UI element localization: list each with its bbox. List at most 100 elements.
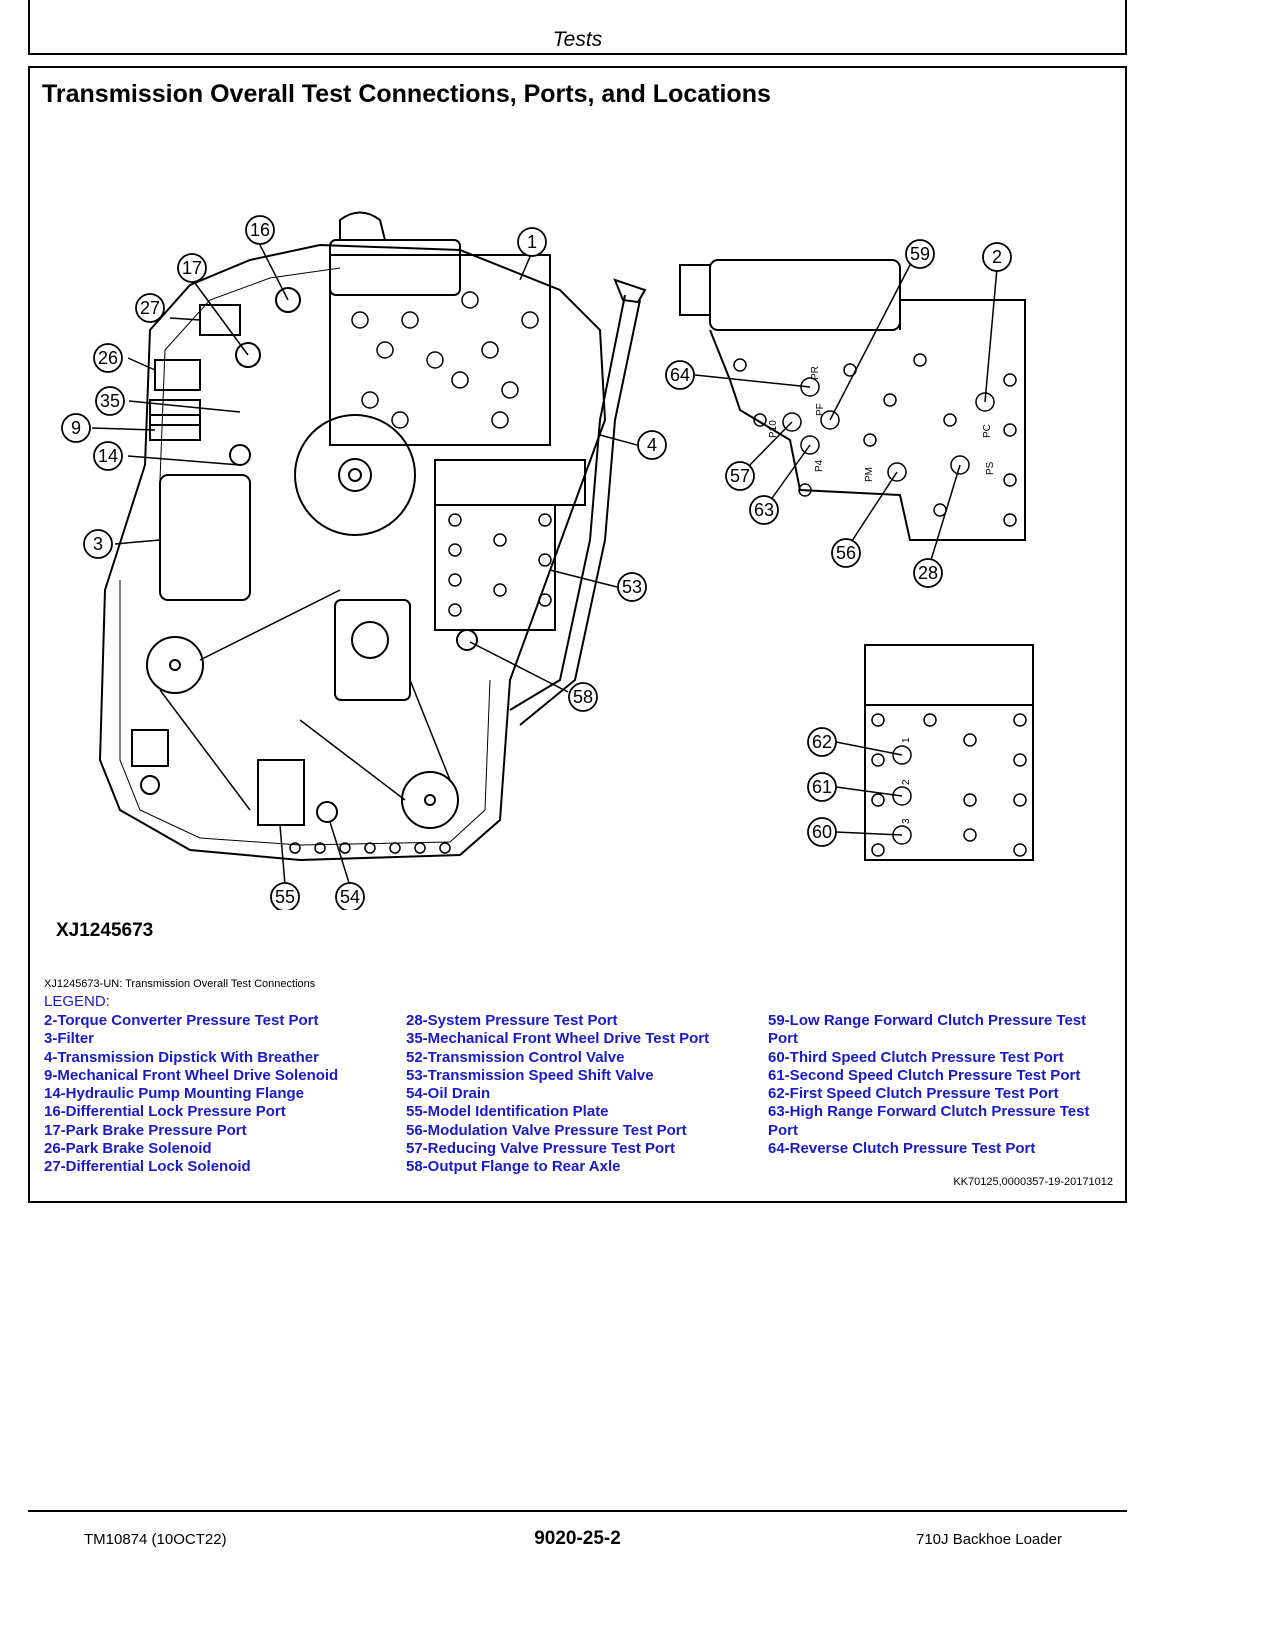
port-mark-2: 2	[901, 779, 912, 785]
legend-item: 52-Transmission Control Valve	[406, 1048, 625, 1066]
callout-label-56: 56	[836, 543, 856, 563]
legend-item: 64-Reverse Clutch Pressure Test Port	[768, 1140, 1036, 1158]
figure-caption: XJ1245673-UN: Transmission Overall Test …	[44, 978, 316, 990]
callout-bubble-9	[61, 413, 91, 443]
legend-item: 35-Mechanical Front Wheel Drive Test Por…	[406, 1030, 710, 1048]
speed-valve-detail	[864, 644, 1034, 706]
legend-item: 60-Third Speed Clutch Pressure Test Port	[768, 1048, 1064, 1066]
speed-shift-valve	[434, 504, 556, 631]
header-title: Tests	[552, 28, 603, 51]
legend-item: 63-High Range Forward Clutch Pressure Te…	[768, 1103, 1090, 1139]
footer-manual-id: TM10874 (10OCT22)	[84, 1531, 227, 1548]
filter	[159, 474, 251, 601]
callout-label-28: 28	[918, 563, 938, 583]
legend-item: 62-First Speed Clutch Pressure Test Port	[768, 1085, 1059, 1103]
callout-label-4: 4	[647, 435, 657, 455]
callout-label-55: 55	[275, 887, 295, 907]
valve-body-detail	[709, 259, 901, 331]
callout-label-2: 2	[992, 247, 1002, 267]
legend-item: 59-Low Range Forward Clutch Pressure Tes…	[768, 1012, 1087, 1048]
callout-label-3: 3	[93, 534, 103, 554]
callout-label-27: 27	[140, 298, 160, 318]
identification-plate	[257, 759, 305, 826]
legend-item: 9-Mechanical Front Wheel Drive Solenoid	[44, 1066, 339, 1084]
legend-item: 17-Park Brake Pressure Port	[44, 1121, 247, 1139]
callout-bubble-63	[749, 495, 779, 525]
callout-label-9: 9	[71, 418, 81, 438]
callout-bubble-55	[270, 882, 300, 910]
callout-bubble-3	[83, 529, 113, 559]
callout-label-26: 26	[98, 348, 118, 368]
header-box: Tests	[28, 0, 1127, 55]
callout-label-59: 59	[910, 244, 930, 264]
transmission-housing	[98, 243, 607, 862]
callout-bubble-17	[177, 253, 207, 283]
legend-item: 26-Park Brake Solenoid	[44, 1140, 212, 1158]
legend-item: 55-Model Identification Plate	[406, 1103, 609, 1121]
port-mark-3: 3	[901, 818, 912, 824]
callout-label-16: 16	[250, 220, 270, 240]
callout-bubble-60	[807, 817, 837, 847]
callout-label-58: 58	[573, 687, 593, 707]
hydraulic-pump	[294, 414, 416, 536]
callout-label-63: 63	[754, 500, 774, 520]
callout-bubble-54	[335, 882, 365, 910]
legend-item: 2-Torque Converter Pressure Test Port	[44, 1012, 319, 1029]
legend-item: 61-Second Speed Clutch Pressure Test Por…	[768, 1066, 1081, 1084]
port-mark-p10: P10	[768, 420, 779, 438]
callout-bubble-56	[831, 538, 861, 568]
callout-bubble-58	[568, 682, 598, 712]
callout-bubble-2	[982, 242, 1012, 272]
port-mark-pm: PM	[864, 467, 875, 482]
legend-item: 28-System Pressure Test Port	[406, 1012, 618, 1029]
callout-label-64: 64	[670, 365, 690, 385]
callout-label-57: 57	[730, 466, 750, 486]
callout-bubble-59	[905, 239, 935, 269]
callout-label-17: 17	[182, 258, 202, 278]
callout-bubble-64	[665, 360, 695, 390]
callout-label-62: 62	[812, 732, 832, 752]
legend-column-3: 59-Low Range Forward Clutch Pressure Tes…	[768, 1012, 1118, 1158]
legend-item: 56-Modulation Valve Pressure Test Port	[406, 1121, 687, 1139]
callout-label-14: 14	[98, 446, 118, 466]
port-mark-1: 1	[901, 737, 912, 743]
transmission-figure: PR PF PC P10 P4 PM PS 1 2 3	[61, 211, 1034, 910]
callout-bubble-14	[93, 441, 123, 471]
callout-bubble-28	[913, 558, 943, 588]
content-frame	[28, 66, 1127, 1203]
callout-bubble-4	[637, 430, 667, 460]
legend-item: 54-Oil Drain	[406, 1085, 491, 1103]
port-mark-pf: PF	[815, 403, 826, 416]
footer-divider	[28, 1510, 1127, 1512]
callout-bubble-1	[517, 227, 547, 257]
callout-label-53: 53	[622, 577, 642, 597]
callout-label-60: 60	[812, 822, 832, 842]
figure-id: XJ1245673	[56, 920, 154, 941]
port-mark-pr: PR	[810, 366, 821, 380]
document-code: KK70125,0000357-19-20171012	[953, 1176, 1113, 1188]
footer-machine: 710J Backhoe Loader	[916, 1531, 1062, 1548]
legend-item: 4-Transmission Dipstick With Breather	[44, 1048, 319, 1066]
legend-item: 53-Transmission Speed Shift Valve	[406, 1066, 654, 1084]
port-mark-ps: PS	[985, 461, 996, 475]
callout-bubble-27	[135, 293, 165, 323]
callout-label-1: 1	[527, 232, 537, 252]
legend-item: 3-Filter	[44, 1030, 95, 1048]
legend-column-1: 2-Torque Converter Pressure Test Port 3-…	[44, 1012, 394, 1177]
legend-item: 14-Hydraulic Pump Mounting Flange	[44, 1085, 305, 1103]
callout-bubble-62	[807, 727, 837, 757]
legend-column-2: 28-System Pressure Test Port 35-Mechanic…	[406, 1012, 756, 1177]
callout-label-54: 54	[340, 887, 360, 907]
callout-label-61: 61	[812, 777, 832, 797]
legend-item: 57-Reducing Valve Pressure Test Port	[406, 1140, 675, 1158]
output-flange	[334, 599, 411, 701]
callout-bubble-35	[95, 386, 125, 416]
callout-bubble-26	[93, 343, 123, 373]
port-mark-p4: P4	[814, 459, 825, 472]
dipstick-tube	[509, 294, 626, 711]
callout-bubble-53	[617, 572, 647, 602]
footer-page-number: 9020-25-2	[534, 1528, 621, 1549]
callout-label-35: 35	[100, 391, 120, 411]
callout-bubble-16	[245, 215, 275, 245]
control-valve-block	[329, 254, 551, 446]
